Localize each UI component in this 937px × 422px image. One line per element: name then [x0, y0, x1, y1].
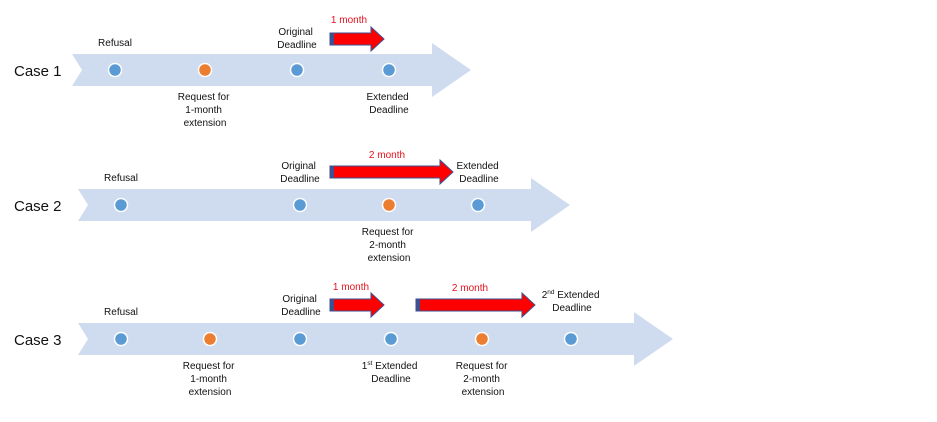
case-label: Case 2 — [14, 198, 62, 215]
duration-label: 1 month — [333, 282, 369, 293]
case-label: Case 3 — [14, 332, 62, 349]
event-label: Refusal — [104, 173, 138, 184]
event-dot-original-deadline — [292, 197, 308, 213]
event-dot-1st-extended-deadline — [383, 331, 399, 347]
duration-arrow: 1 month — [329, 282, 385, 319]
duration-label: 2 month — [369, 150, 405, 161]
request-dot — [197, 62, 213, 78]
event-dot-refusal — [113, 197, 129, 213]
case-1: Case 1 Refusal Request for 1-month exten… — [14, 15, 471, 129]
event-label: Request for 1-month extension — [178, 92, 232, 129]
duration-label: 2 month — [452, 283, 488, 294]
event-label: Request for 2-month extension — [456, 361, 510, 398]
event-label: 1st Extended Deadline — [362, 360, 420, 385]
event-label: Refusal — [104, 307, 138, 318]
case-label: Case 1 — [14, 63, 62, 80]
event-dot-original-deadline — [292, 331, 308, 347]
duration-arrow: 1 month — [329, 15, 385, 53]
event-dot-extended-deadline — [470, 197, 486, 213]
event-label: Original Deadline — [280, 161, 320, 185]
request-dot — [381, 197, 397, 213]
event-dot-extended-deadline — [381, 62, 397, 78]
duration-arrow: 2 month — [329, 150, 454, 186]
case-3: Case 3 Refusal Request for 1-month exten… — [14, 282, 673, 398]
event-label: Extended Deadline — [456, 161, 501, 185]
event-dot-refusal — [107, 62, 123, 78]
timeline-arrow — [78, 178, 570, 232]
duration-arrow: 2 month — [415, 283, 536, 319]
case-2: Case 2 Refusal Original Deadline Request… — [14, 150, 570, 264]
event-label: Request for 1-month extension — [183, 361, 237, 398]
event-label: Request for 2-month extension — [362, 227, 416, 264]
event-dot-2nd-extended-deadline — [563, 331, 579, 347]
event-dot-original-deadline — [289, 62, 305, 78]
request-dot — [474, 331, 490, 347]
timeline-arrow — [78, 312, 673, 366]
duration-label: 1 month — [331, 15, 367, 26]
request-dot — [202, 331, 218, 347]
event-label: Original Deadline — [281, 294, 321, 318]
event-dot-refusal — [113, 331, 129, 347]
event-label: Extended Deadline — [366, 92, 411, 116]
event-label: 2nd Extended Deadline — [542, 289, 603, 314]
event-label: Original Deadline — [277, 27, 317, 51]
timeline-arrow — [72, 43, 471, 97]
event-label: Refusal — [98, 38, 132, 49]
